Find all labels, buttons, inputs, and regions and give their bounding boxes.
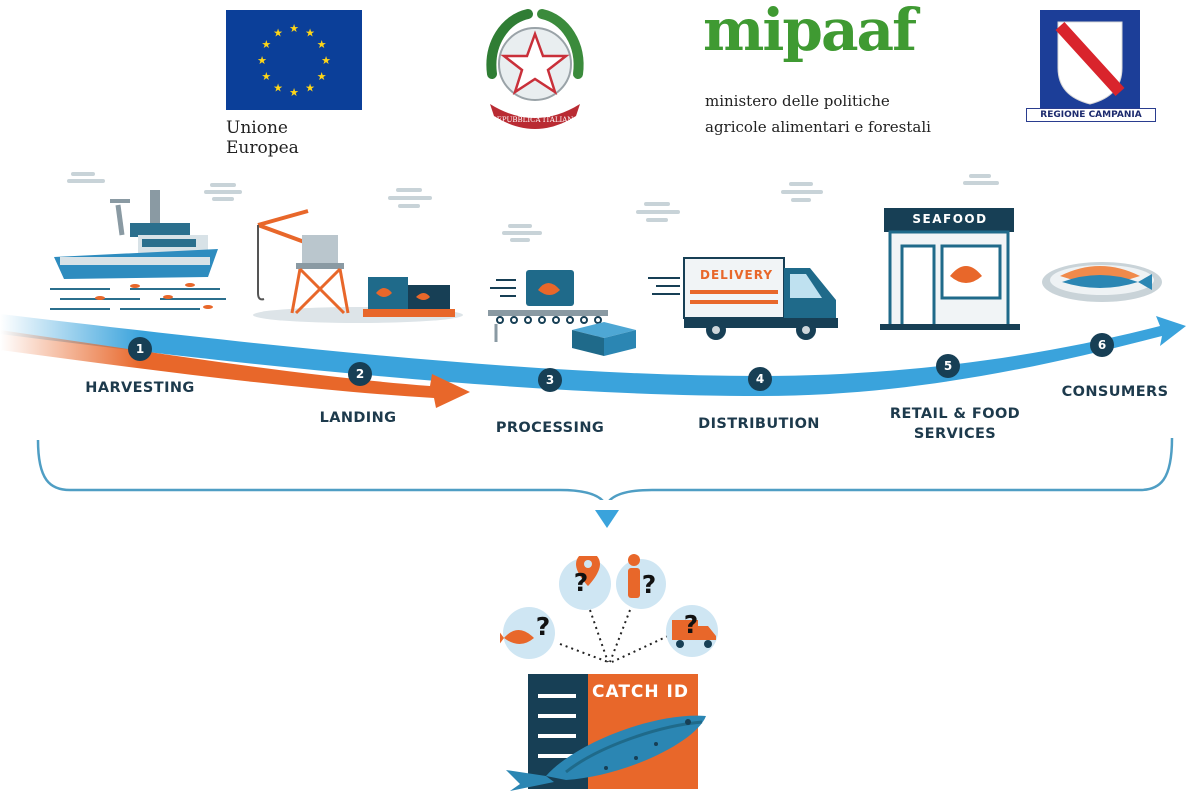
step-label-retail: RETAIL & FOOD SERVICES (889, 406, 1021, 442)
truck-question-mark: ? (683, 610, 699, 639)
eu-star-icon: ★ (289, 22, 299, 35)
mipaaf-wordmark: mipaaf (703, 0, 917, 64)
eu-star-icon: ★ (317, 38, 327, 51)
step-label-landing: LANDING (319, 410, 397, 426)
mipaaf-line-2: agricole alimentari e forestali (705, 118, 931, 136)
crane-icon (253, 209, 463, 323)
fish-question-mark: ? (535, 612, 551, 641)
eu-caption: Unione Europea (226, 118, 299, 158)
eu-star-icon: ★ (317, 70, 327, 83)
eu-star-icon: ★ (273, 82, 283, 95)
dotted-connectors (559, 609, 669, 663)
step-label-processing: PROCESSING (495, 420, 605, 436)
eu-star-icon: ★ (289, 86, 299, 99)
italian-emblem-icon: REPUBBLICA ITALIANA (486, 9, 584, 129)
fish-question-icon (500, 607, 555, 659)
location-question-mark: ? (573, 568, 589, 597)
person-question-mark: ? (641, 570, 657, 599)
step-number-5: 5 (936, 354, 960, 378)
supply-chain-arrow (0, 314, 1186, 500)
step-number-3: 3 (538, 368, 562, 392)
catch-id-label: CATCH ID (592, 682, 689, 702)
truck-delivery-text: DELIVERY (700, 268, 774, 282)
truck-question-icon (666, 605, 718, 657)
shop-sign-text: SEAFOOD (912, 212, 988, 226)
cloud-icon (781, 182, 823, 202)
fish-plate-icon (1042, 262, 1162, 302)
eu-star-icon: ★ (261, 70, 271, 83)
eu-star-icon: ★ (305, 82, 315, 95)
cloud-icon (204, 183, 242, 201)
eu-star-icon: ★ (273, 26, 283, 39)
seafood-shop-icon (880, 208, 1020, 330)
delivery-truck-icon (648, 257, 838, 340)
eu-star-icon: ★ (321, 54, 331, 67)
eu-star-icon: ★ (261, 38, 271, 51)
down-arrow-icon (595, 510, 619, 528)
step-number-1: 1 (128, 337, 152, 361)
step-label-distribution: DISTRIBUTION (698, 416, 820, 432)
eu-flag-icon: ★★★★★★★★★★★★ (226, 10, 362, 110)
mipaaf-line-1: ministero delle politiche (705, 92, 890, 110)
campania-shield-icon (1040, 10, 1140, 108)
eu-star-icon: ★ (257, 54, 267, 67)
ship-icon (50, 190, 226, 310)
cloud-icon (67, 172, 105, 183)
step-number-4: 4 (748, 367, 772, 391)
cloud-icon (502, 224, 542, 242)
step-number-6: 6 (1090, 333, 1114, 357)
person-question-icon (616, 554, 666, 609)
cloud-icon (963, 174, 999, 185)
step-label-harvesting: HARVESTING (85, 380, 195, 396)
emblem-ribbon-text: REPUBBLICA ITALIANA (492, 116, 580, 124)
step-number-2: 2 (348, 362, 372, 386)
campania-caption: REGIONE CAMPANIA (1026, 108, 1156, 122)
conveyor-icon (488, 270, 636, 356)
eu-star-icon: ★ (305, 26, 315, 39)
cloud-icon (636, 202, 680, 222)
step-label-consumers: CONSUMERS (1061, 384, 1169, 400)
location-question-icon (559, 556, 611, 610)
cloud-icon (388, 188, 432, 208)
catch-id-card-icon (506, 674, 706, 791)
